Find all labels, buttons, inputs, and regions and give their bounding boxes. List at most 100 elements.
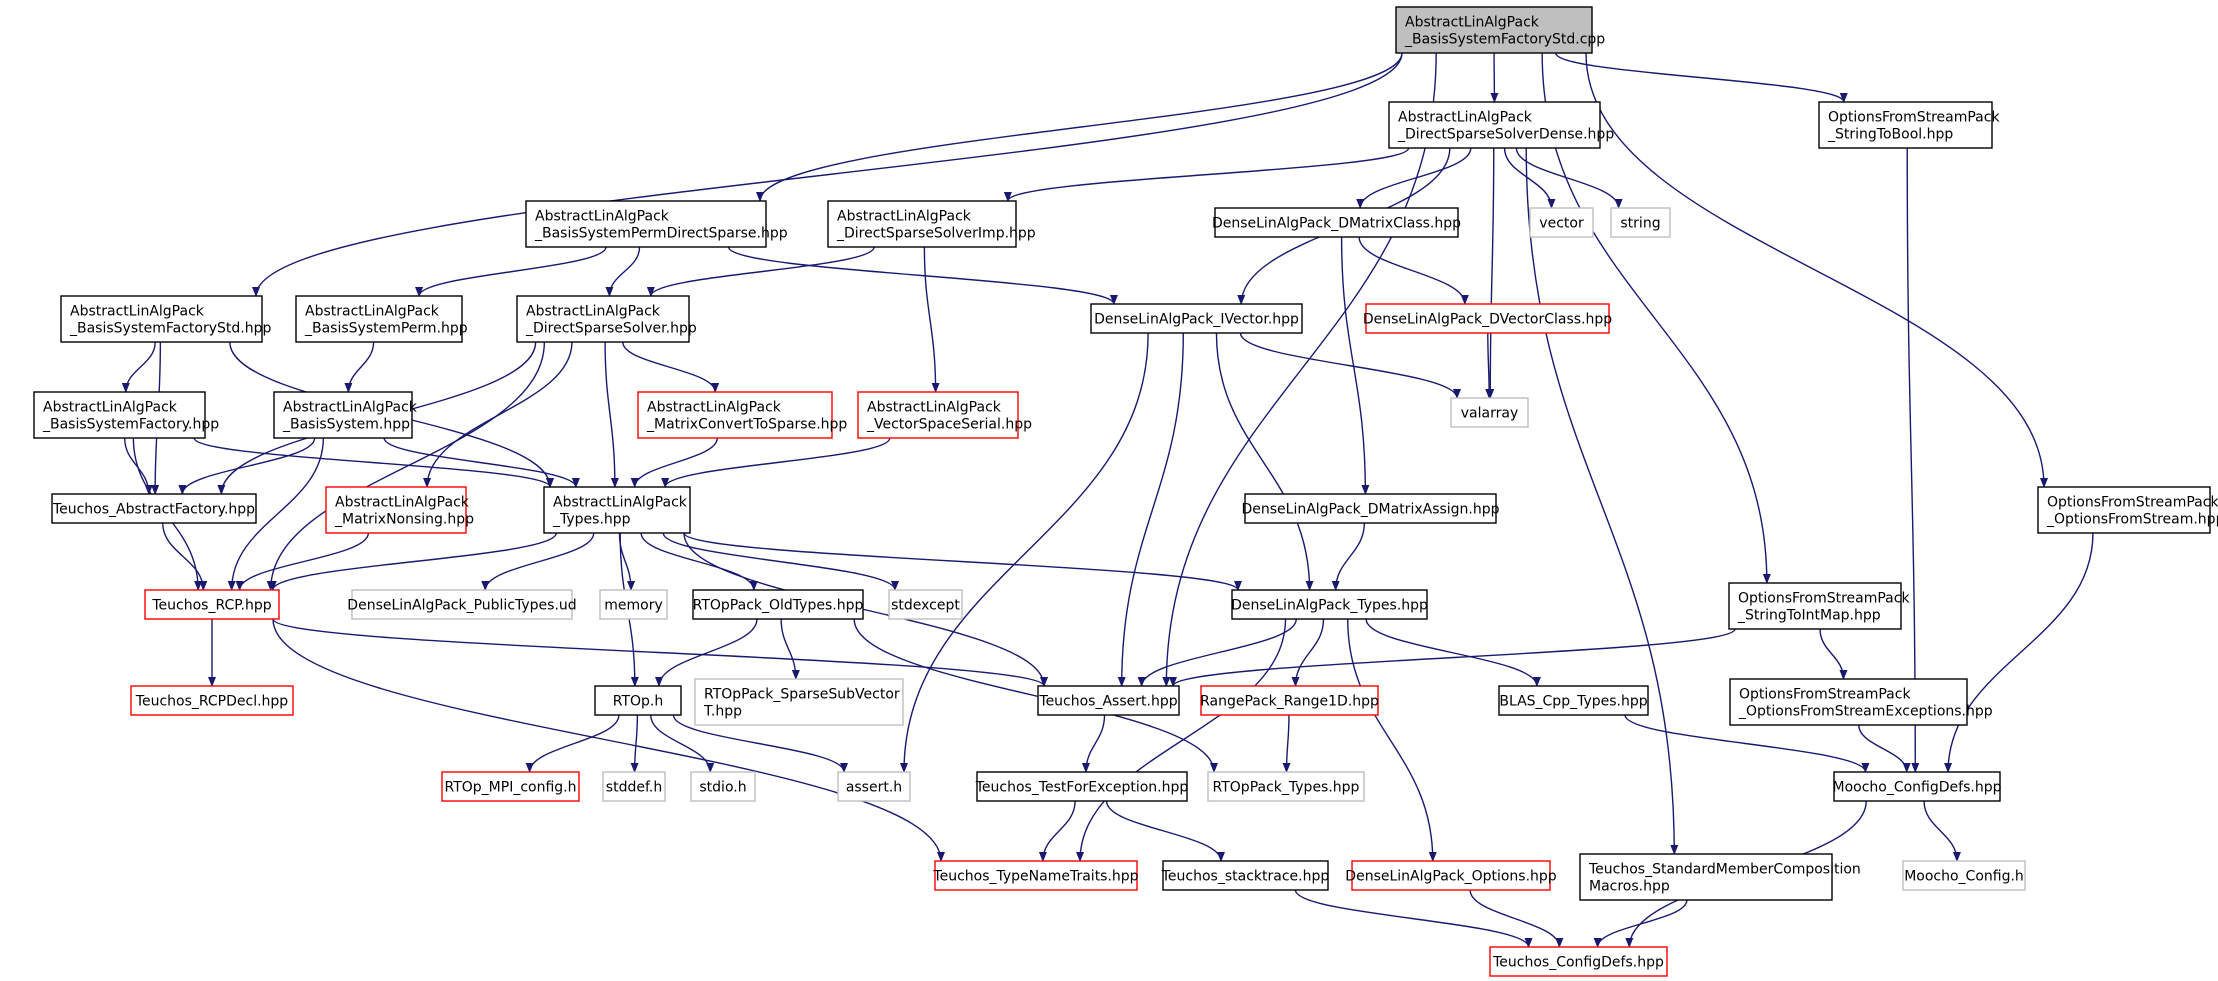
node-label: AbstractLinAlgPack	[43, 400, 178, 416]
node-mconf[interactable]: Moocho_Config.h	[1902, 860, 2026, 891]
node-label: DenseLinAlgPack_Options.hpp	[1345, 869, 1557, 885]
node-ivec[interactable]: DenseLinAlgPack_IVector.hpp	[1090, 303, 1303, 334]
node-dopt[interactable]: DenseLinAlgPack_Options.hpp	[1345, 860, 1557, 891]
edge-dss-to-rcp	[266, 341, 546, 591]
node-label: T.hpp	[703, 704, 742, 720]
node-label: _BasisSystemFactoryStd.hpp	[69, 321, 271, 337]
node-stack[interactable]: Teuchos_stacktrace.hpp	[1161, 860, 1330, 891]
node-blas[interactable]: BLAS_Cpp_Types.hpp	[1498, 685, 1649, 716]
edge-dopt-to-tcd	[1469, 889, 1564, 948]
node-box	[602, 771, 666, 802]
node-tfe[interactable]: Teuchos_TestForException.hpp	[975, 771, 1189, 802]
node-mn[interactable]: AbstractLinAlgPack_MatrixNonsing.hpp	[325, 486, 474, 534]
edge-vss-to-types	[661, 437, 891, 488]
node-ofs_ofs[interactable]: OptionsFromStreamPack_OptionsFromStream.…	[2037, 486, 2218, 534]
node-label: _OptionsFromStreamExceptions.hpp	[1738, 704, 1993, 720]
edge-bspds-to-dss	[605, 246, 641, 297]
node-bsp[interactable]: AbstractLinAlgPack_BasisSystemPerm.hpp	[295, 295, 468, 343]
node-vector[interactable]: vector	[1529, 207, 1594, 238]
node-label: Moocho_ConfigDefs.hpp	[1833, 780, 2002, 796]
node-label: AbstractLinAlgPack	[837, 209, 972, 225]
node-label: DenseLinAlgPack_DMatrixAssign.hpp	[1241, 502, 1499, 518]
node-label: OptionsFromStreamPack	[2047, 495, 2218, 511]
node-box	[888, 589, 963, 620]
node-asserth[interactable]: assert.h	[837, 771, 911, 802]
node-dlpt[interactable]: DenseLinAlgPack_PublicTypes.ud	[347, 589, 577, 620]
node-label: OptionsFromStreamPack	[1739, 687, 1911, 703]
node-mcd[interactable]: Moocho_ConfigDefs.hpp	[1833, 771, 2002, 802]
node-box	[351, 589, 573, 620]
node-ofs_stim[interactable]: OptionsFromStreamPack_StringToIntMap.hpp	[1728, 582, 1910, 630]
node-bsf[interactable]: AbstractLinAlgPack_BasisSystemFactory.hp…	[33, 391, 219, 439]
edge-mn-to-rcp	[235, 532, 370, 591]
node-label: RTOpPack_SparseSubVector	[704, 687, 900, 703]
node-label: Macros.hpp	[1589, 879, 1670, 895]
node-ofs_ofse[interactable]: OptionsFromStreamPack_OptionsFromStreamE…	[1729, 678, 1993, 726]
node-dtypes[interactable]: DenseLinAlgPack_Types.hpp	[1231, 589, 1428, 620]
node-stddef[interactable]: stddef.h	[602, 771, 666, 802]
node-box	[273, 391, 413, 439]
node-bsfs[interactable]: AbstractLinAlgPack_BasisSystemFactoryStd…	[60, 295, 271, 343]
edge-root-to-assert	[1162, 52, 1437, 687]
node-label: RTOpPack_OldTypes.hpp	[693, 598, 864, 614]
node-bs[interactable]: AbstractLinAlgPack_BasisSystem.hpp	[273, 391, 418, 439]
node-r1d[interactable]: RangePack_Range1D.hpp	[1200, 685, 1379, 716]
node-bspds[interactable]: AbstractLinAlgPack_BasisSystemPermDirect…	[525, 200, 788, 248]
node-box	[325, 486, 467, 534]
node-rtptypes[interactable]: RTOpPack_Types.hpp	[1207, 771, 1365, 802]
node-dss[interactable]: AbstractLinAlgPack_DirectSparseSolver.hp…	[516, 295, 697, 343]
node-assert[interactable]: Teuchos_Assert.hpp	[1037, 685, 1180, 716]
node-dma[interactable]: DenseLinAlgPack_DMatrixAssign.hpp	[1241, 493, 1500, 524]
node-box	[1214, 207, 1459, 238]
node-mcts[interactable]: AbstractLinAlgPack_MatrixConvertToSparse…	[637, 391, 847, 439]
edge-dmc-to-dvc	[1358, 236, 1469, 305]
node-label: Teuchos_RCP.hpp	[151, 598, 271, 614]
edge-dtypes-to-assert	[1137, 618, 1298, 687]
node-rtoph[interactable]: RTOp.h	[594, 685, 682, 716]
node-types[interactable]: AbstractLinAlgPack_Types.hpp	[543, 486, 691, 534]
node-label: _DirectSparseSolverDense.hpp	[1397, 127, 1614, 143]
node-vss[interactable]: AbstractLinAlgPack_VectorSpaceSerial.hpp	[857, 391, 1032, 439]
edge-bs-to-types	[383, 437, 580, 488]
edge-dtypes-to-tnt	[1076, 618, 1287, 862]
node-absfact[interactable]: Teuchos_AbstractFactory.hpp	[51, 493, 257, 524]
node-label: AbstractLinAlgPack	[283, 400, 418, 416]
node-ot[interactable]: RTOpPack_OldTypes.hpp	[692, 589, 864, 620]
node-string[interactable]: string	[1610, 207, 1671, 238]
node-dmc[interactable]: DenseLinAlgPack_DMatrixClass.hpp	[1212, 207, 1461, 238]
node-mpi[interactable]: RTOp_MPI_config.h	[441, 771, 580, 802]
node-stdexcept[interactable]: stdexcept	[888, 589, 963, 620]
edge-dssd-to-valarray	[1486, 147, 1495, 399]
node-label: _DirectSparseSolver.hpp	[525, 321, 697, 337]
node-root[interactable]: AbstractLinAlgPack_BasisSystemFactoryStd…	[1395, 6, 1605, 54]
node-ofs_stb[interactable]: OptionsFromStreamPack_StringToBool.hpp	[1818, 101, 2000, 149]
node-memory[interactable]: memory	[599, 589, 668, 620]
edge-types-to-ot	[640, 532, 758, 591]
edge-rtoph-to-stdio	[650, 714, 715, 773]
node-rcp[interactable]: Teuchos_RCP.hpp	[144, 589, 280, 620]
node-dssi[interactable]: AbstractLinAlgPack_DirectSparseSolverImp…	[827, 200, 1036, 248]
node-box	[827, 200, 1017, 248]
node-dssd[interactable]: AbstractLinAlgPack_DirectSparseSolverDen…	[1388, 101, 1614, 149]
edge-ivec-to-valarray	[1239, 332, 1461, 399]
edge-dssd-to-vector	[1503, 147, 1556, 209]
edge-ofs_ofse-to-mcd	[1858, 724, 1911, 773]
node-dvc[interactable]: DenseLinAlgPack_DVectorClass.hpp	[1363, 303, 1612, 334]
node-label: _MatrixConvertToSparse.hpp	[646, 417, 847, 433]
node-label: AbstractLinAlgPack	[335, 495, 470, 511]
edge-root-to-ofs_ofs	[1585, 52, 2048, 488]
node-stdio[interactable]: stdio.h	[690, 771, 756, 802]
edge-dssi-to-dss	[646, 246, 875, 297]
node-label: BLAS_Cpp_Types.hpp	[1499, 694, 1647, 710]
node-rcpdecl[interactable]: Teuchos_RCPDecl.hpp	[130, 685, 294, 716]
node-tcd[interactable]: Teuchos_ConfigDefs.hpp	[1489, 946, 1668, 977]
node-tnt[interactable]: Teuchos_TypeNameTraits.hpp	[932, 860, 1139, 891]
node-valarray[interactable]: valarray	[1450, 397, 1529, 428]
node-box	[1351, 860, 1551, 891]
node-box	[599, 589, 668, 620]
edge-mcd-to-mconf	[1923, 800, 1961, 862]
node-smc[interactable]: Teuchos_StandardMemberCompositionMacros.…	[1579, 853, 1861, 901]
edge-ivec-to-asserth	[900, 332, 1149, 773]
